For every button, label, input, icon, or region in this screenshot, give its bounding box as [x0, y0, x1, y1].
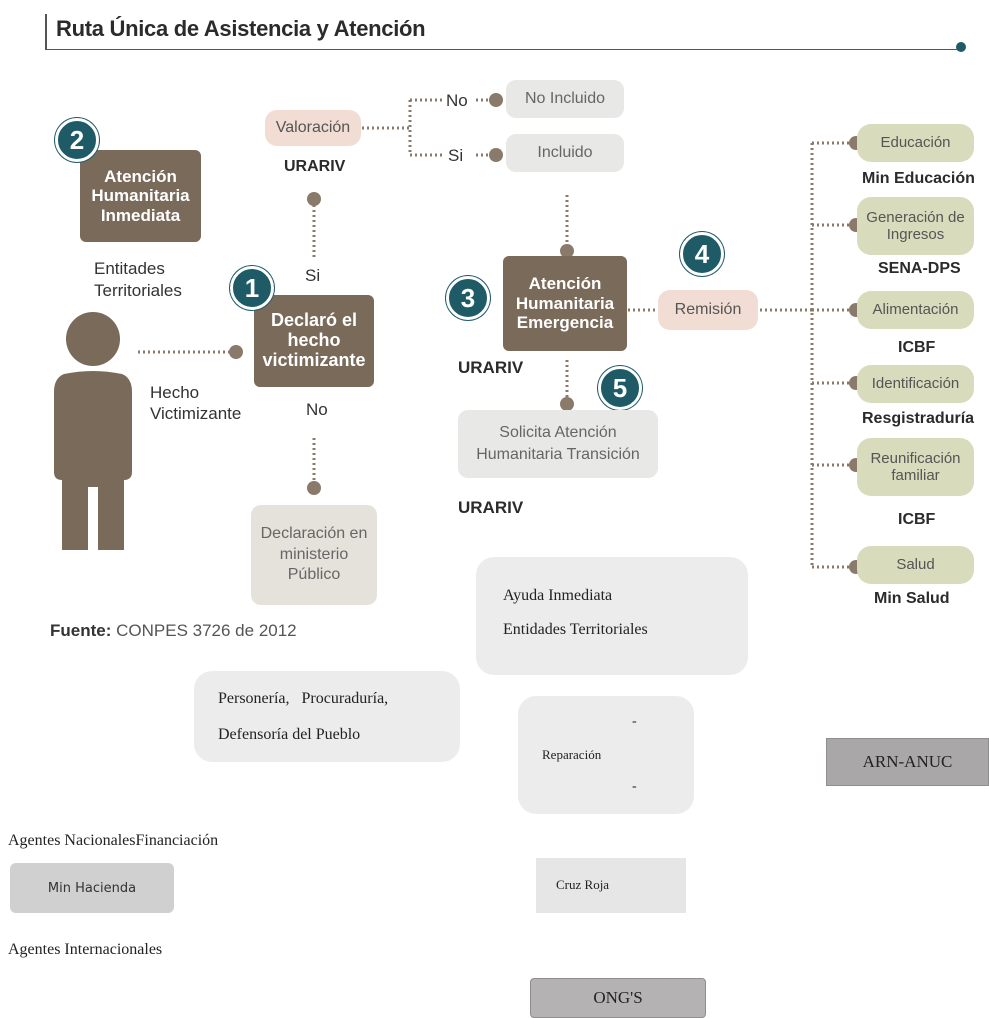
no-vertical-label: No: [306, 400, 328, 419]
person-silhouette-icon: [52, 312, 134, 552]
valoracion-owner: URARIV: [284, 158, 346, 175]
step3-box: Atención Humanitaria Emergencia: [503, 256, 627, 351]
branch-no-label: No: [446, 91, 468, 110]
remision-generacion: Generación de Ingresos: [857, 197, 974, 255]
agentes-internacionales-label: Agentes Internacionales: [8, 941, 163, 958]
step3-owner: URARIV: [458, 358, 524, 377]
declaracion-box: Declaración en ministerio Público: [251, 505, 377, 605]
remision-identificacion: Identificación: [857, 365, 974, 403]
step2-owner: Entitades Territoriales: [94, 259, 182, 301]
title-dot: [956, 42, 966, 52]
remision-educacion-owner: Min Educación: [862, 170, 975, 187]
remision-alimentacion: Alimentación: [857, 291, 974, 329]
cruz-roja-label: Cruz Roja: [556, 877, 610, 892]
fuente-label: Fuente:: [50, 621, 112, 640]
remision-salud: Salud: [857, 546, 974, 584]
step5-box: Solicita Atención Humanitaria Transición: [458, 410, 658, 478]
fuente-line: Fuente: CONPES 3726 de 2012: [50, 621, 297, 641]
step1-label: Declaró el hecho victimizante: [262, 310, 366, 370]
no-incluido-box: No Incluido: [506, 80, 624, 118]
ongs-button[interactable]: ONG'S: [530, 978, 706, 1018]
remision-salud-owner: Min Salud: [874, 590, 950, 607]
arn-anuc-button[interactable]: ARN-ANUC: [826, 738, 989, 786]
step1-box: Declaró el hecho victimizante: [254, 295, 374, 387]
remision-educacion: Educación: [857, 124, 974, 162]
personeria-line2: Defensoría del Pueblo: [218, 726, 361, 743]
remision-identificacion-owner: Resgistraduría: [862, 410, 975, 427]
reparacion-dash-top: -: [632, 714, 637, 729]
step5-badge: 5: [598, 366, 642, 410]
personeria-line1: Personería, Procuraduría,: [218, 690, 389, 707]
ayuda-inmediata-line1: Ayuda Inmediata: [503, 587, 613, 604]
personeria-box: [194, 671, 460, 762]
ayuda-inmediata-box: [476, 557, 748, 675]
reparacion-dash-bottom: -: [632, 779, 637, 794]
step3-label: Atención Humanitaria Emergencia: [515, 274, 615, 333]
step5-owner: URARIV: [458, 498, 524, 517]
cruz-roja-box: [536, 858, 686, 913]
remision-box: Remisión: [658, 290, 758, 330]
reparacion-label: Reparación: [542, 747, 602, 762]
remision-alimentacion-owner: ICBF: [898, 339, 936, 356]
agentes-nacionales-label: Agentes NacionalesFinanciación: [8, 832, 219, 849]
min-hacienda-button[interactable]: Min Hacienda: [10, 863, 174, 913]
remision-generacion-owner: SENA-DPS: [878, 260, 961, 277]
fuente-text: CONPES 3726 de 2012: [116, 621, 297, 640]
hecho-label: Hecho Victimizante: [150, 383, 242, 424]
remision-reunificacion: Reunificación familiar: [857, 438, 974, 496]
remision-reunificacion-owner: ICBF: [898, 511, 936, 528]
step2-label: Atención Humanitaria Inmediata: [91, 166, 190, 225]
step2-box: Atención Humanitaria Inmediata: [80, 150, 201, 242]
incluido-box: Incluido: [506, 134, 624, 172]
diagram-title: Ruta Única de Asistencia y Atención: [56, 16, 426, 41]
reparacion-box: [518, 696, 694, 814]
ayuda-inmediata-line2: Entidades Territoriales: [503, 621, 648, 638]
title-rule: [45, 14, 960, 50]
valoracion-box: Valoración: [265, 110, 361, 146]
step2-badge: 2: [55, 118, 99, 162]
step1-badge: 1: [230, 266, 274, 310]
branch-si-label: Si: [448, 146, 464, 165]
si-vertical-label: Si: [305, 266, 321, 285]
step4-badge: 4: [680, 232, 724, 276]
step3-badge: 3: [446, 276, 490, 320]
